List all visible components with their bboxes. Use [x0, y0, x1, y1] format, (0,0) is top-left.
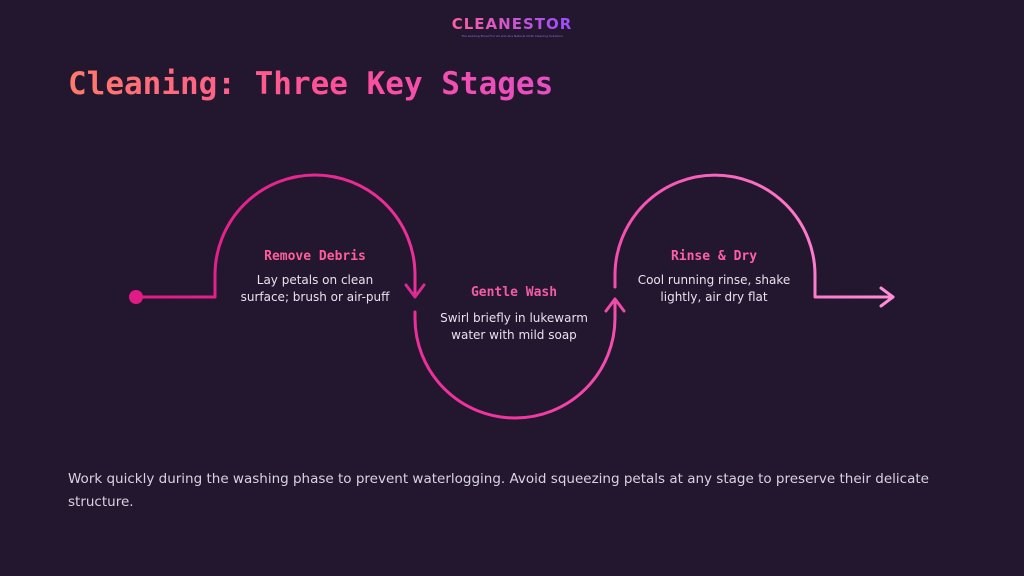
stage-desc-line: lightly, air dry flat: [660, 290, 768, 304]
arrow-down-icon: [404, 283, 426, 299]
stage-desc-line: Lay petals on clean: [256, 273, 374, 287]
flow-arc-rinse-dry: [613, 173, 895, 299]
stage-title-remove-debris: Remove Debris: [264, 249, 366, 264]
stage-desc-line: Cool running rinse, shake: [637, 273, 791, 287]
flow-arc-gentle-wash: [413, 301, 617, 420]
page-title: Cleaning: Three Key Stages: [68, 66, 554, 102]
stage-desc-gentle-wash: Swirl briefly in lukewarm water with mil…: [419, 310, 609, 344]
brand-tagline: The Leading Brand For All and Any Natura…: [461, 34, 563, 38]
stage-title-gentle-wash: Gentle Wash: [470, 285, 558, 300]
stage-desc-remove-debris: Lay petals on clean surface; brush or ai…: [220, 272, 410, 306]
flow-arc-remove-debris: [134, 173, 417, 299]
stage-desc-rinse-dry: Cool running rinse, shake lightly, air d…: [619, 272, 809, 306]
stage-desc-line: water with mild soap: [451, 328, 577, 342]
arrow-right-icon: [879, 286, 895, 308]
arrow-up-icon: [604, 297, 626, 313]
brand-logo: CLEANESTOR The Leading Brand For All and…: [0, 14, 1024, 38]
stage-desc-line: Swirl briefly in lukewarm: [440, 311, 588, 325]
footer-note: Work quickly during the washing phase to…: [68, 471, 929, 510]
stage-title-rinse-dry: Rinse & Dry: [670, 249, 758, 264]
brand-name: CLEANESTOR: [451, 15, 573, 33]
stage-desc-line: surface; brush or air-puff: [240, 290, 390, 304]
